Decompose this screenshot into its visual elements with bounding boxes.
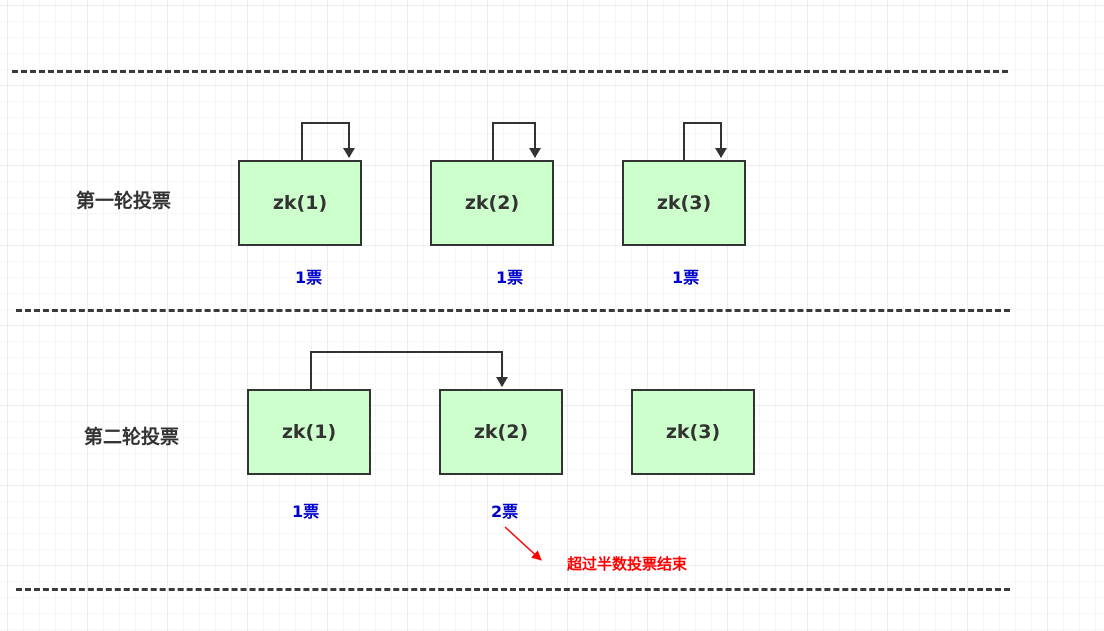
- round-1-votes-zk1: 1票: [295, 268, 323, 287]
- self-vote-arrow-zk1: [301, 122, 355, 160]
- election-end-note: 超过半数投票结束: [567, 555, 688, 573]
- round-2-votes-zk2: 2票: [491, 502, 519, 521]
- vote-arrow-zk1-to-zk2: [310, 351, 508, 389]
- note-arrow: [504, 526, 542, 561]
- round-2-node-zk2: zk(2): [439, 389, 563, 475]
- round-1-votes-zk2: 1票: [496, 268, 524, 287]
- separator-top: [12, 70, 1008, 73]
- self-vote-arrow-zk2: [492, 122, 541, 160]
- round-1-label: 第一轮投票: [76, 190, 172, 212]
- round-2-votes-zk1: 1票: [292, 502, 320, 521]
- round-1-votes-zk3: 1票: [672, 268, 700, 287]
- separator-middle: [16, 309, 1010, 312]
- round-1-node-zk1: zk(1): [238, 160, 362, 246]
- round-2-node-zk1: zk(1): [247, 389, 371, 475]
- round-2-node-zk3: zk(3): [631, 389, 755, 475]
- round-2-label: 第二轮投票: [84, 426, 180, 448]
- round-1-node-zk3: zk(3): [622, 160, 746, 246]
- separator-bottom: [16, 588, 1010, 591]
- round-1-node-zk2: zk(2): [430, 160, 554, 246]
- self-vote-arrow-zk3: [683, 122, 727, 160]
